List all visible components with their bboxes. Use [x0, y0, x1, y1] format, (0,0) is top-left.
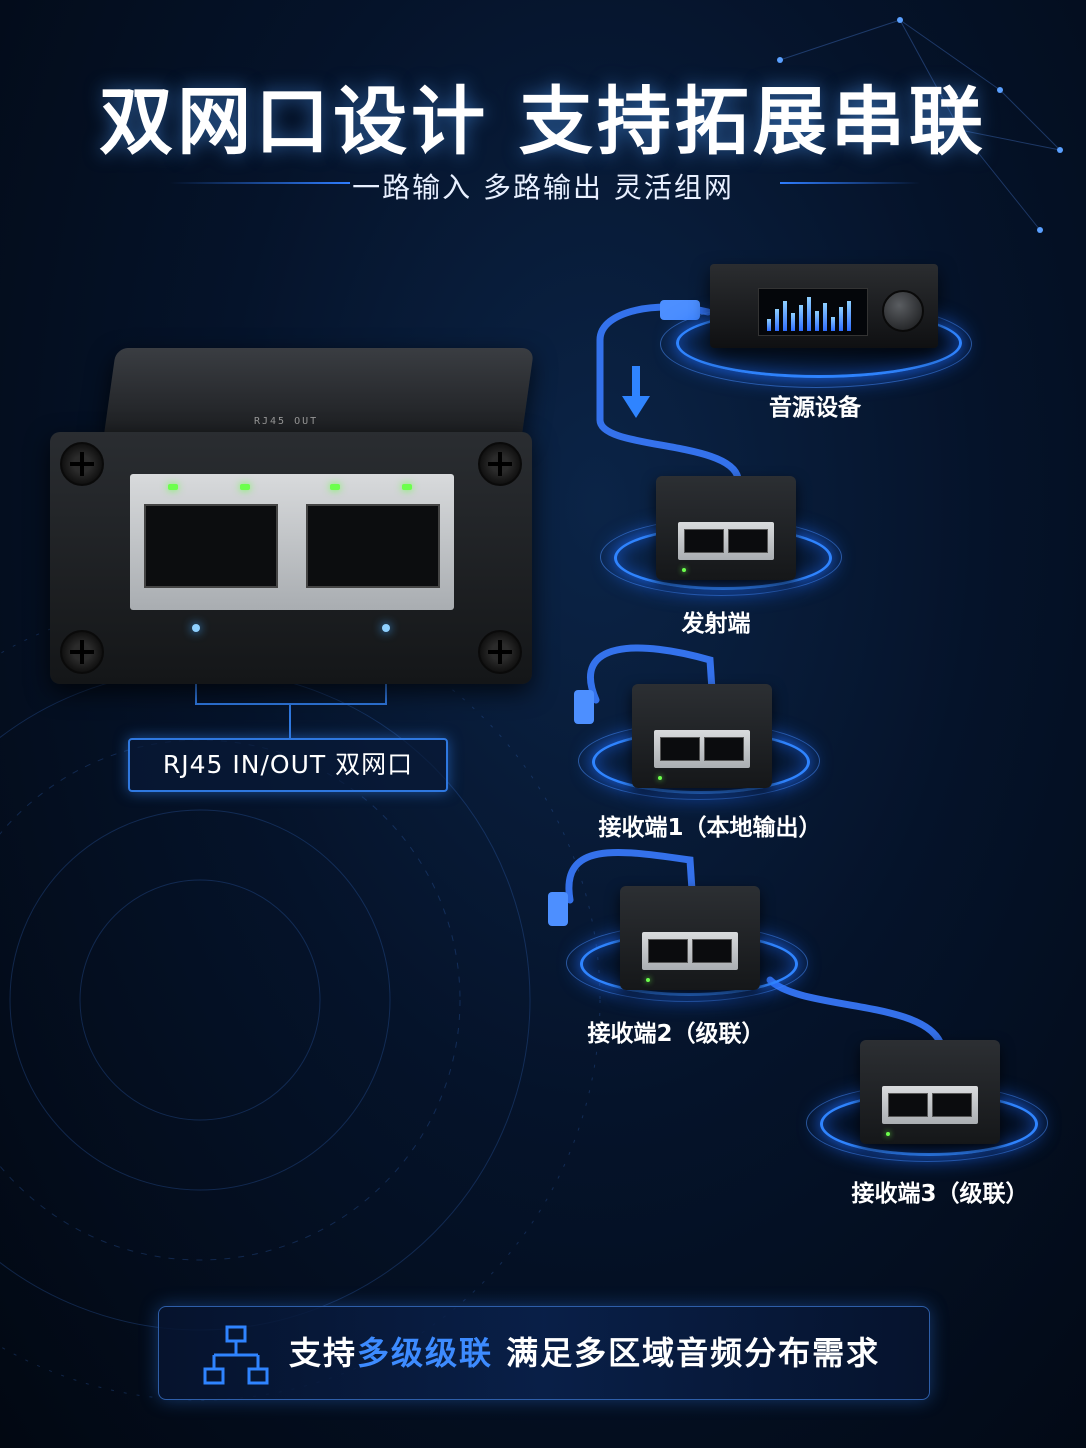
- rj45-out-port: [306, 504, 440, 588]
- page-subtitle: 一路输入 多路输出 灵活组网: [352, 171, 734, 204]
- main-device-front: [50, 432, 532, 684]
- volume-knob-icon: [882, 290, 924, 332]
- feature-suffix: 满足多区域音频分布需求: [506, 1334, 881, 1372]
- receiver2-device: [620, 886, 760, 990]
- port-indicator-dot: [382, 624, 390, 632]
- feature-highlight: 多级级联: [357, 1334, 494, 1372]
- link-led: [402, 484, 412, 490]
- link-led: [168, 484, 178, 490]
- receiver3-label: 接收端3（级联）: [851, 1181, 1029, 1207]
- receiver1-device: [632, 684, 772, 788]
- audio-source-label: 音源设备: [769, 395, 861, 421]
- rj45-port-frame: [130, 474, 454, 610]
- screw-icon: [478, 442, 522, 486]
- feature-banner: 支持多级级联 满足多区域音频分布需求: [158, 1306, 930, 1400]
- page-title: 双网口设计 支持拓展串联: [99, 79, 987, 165]
- subtitle-divider-right: [780, 182, 920, 184]
- receiver2-label: 接收端2（级联）: [587, 1021, 765, 1047]
- transmitter-label: 发射端: [681, 611, 751, 637]
- rj45-badge: RJ45 IN/OUT 双网口: [128, 738, 448, 792]
- port-indicator-dot: [192, 624, 200, 632]
- transmitter-device: [656, 476, 796, 580]
- receiver1-label: 接收端1（本地输出）: [598, 815, 822, 841]
- screw-icon: [478, 630, 522, 674]
- subtitle-divider-left: [170, 182, 350, 184]
- screw-icon: [60, 630, 104, 674]
- amp-display: [758, 288, 868, 336]
- audio-source-device: [710, 264, 938, 348]
- screw-icon: [60, 442, 104, 486]
- link-led: [240, 484, 250, 490]
- link-led: [330, 484, 340, 490]
- main-extender-device: [103, 348, 535, 436]
- feature-banner-text: 支持多级级联 满足多区域音频分布需求: [289, 1307, 880, 1399]
- device-side-print: RJ45 OUT: [254, 416, 319, 427]
- feature-prefix: 支持: [289, 1334, 358, 1372]
- network-topology-icon: [203, 1325, 269, 1385]
- rj45-in-port: [144, 504, 278, 588]
- receiver3-device: [860, 1040, 1000, 1144]
